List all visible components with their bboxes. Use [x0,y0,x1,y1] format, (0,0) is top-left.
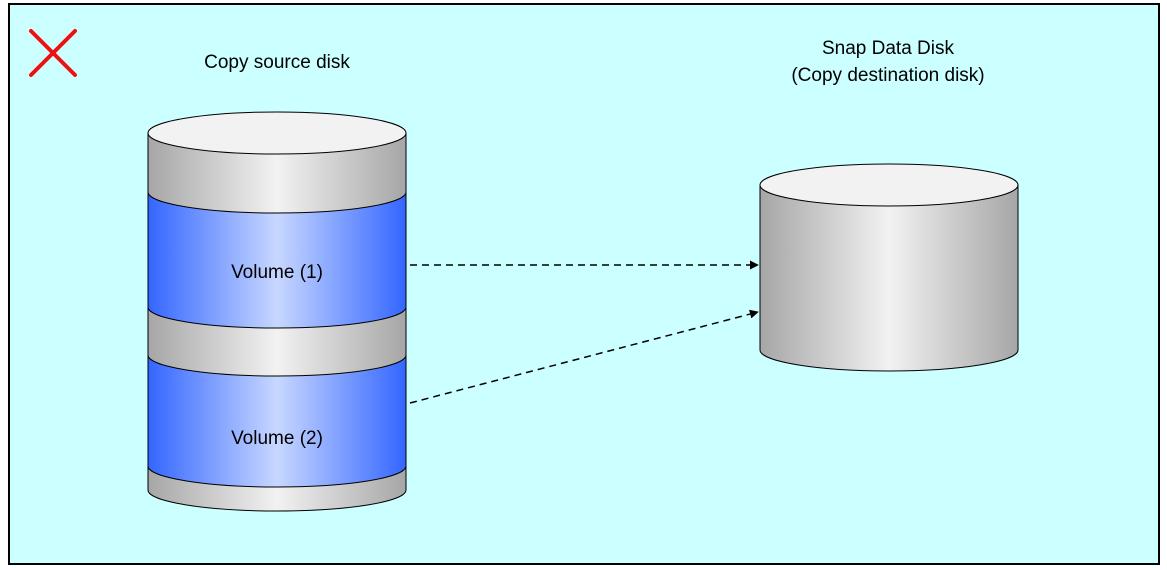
volume-1-band [147,191,407,329]
volume-1-label: Volume (1) [231,262,323,283]
destination-disk-title: Snap Data Disk [822,38,955,59]
destination-disk-cylinder [759,163,1019,372]
source-disk-title: Copy source disk [204,52,350,73]
volume-2-band [147,354,407,488]
red-cross-icon [29,29,77,77]
source-disk-cylinder [147,111,407,512]
volume-2-label: Volume (2) [231,428,323,449]
arrow-volume-2-to-snap [409,309,759,404]
destination-disk-subtitle: (Copy destination disk) [791,65,984,86]
